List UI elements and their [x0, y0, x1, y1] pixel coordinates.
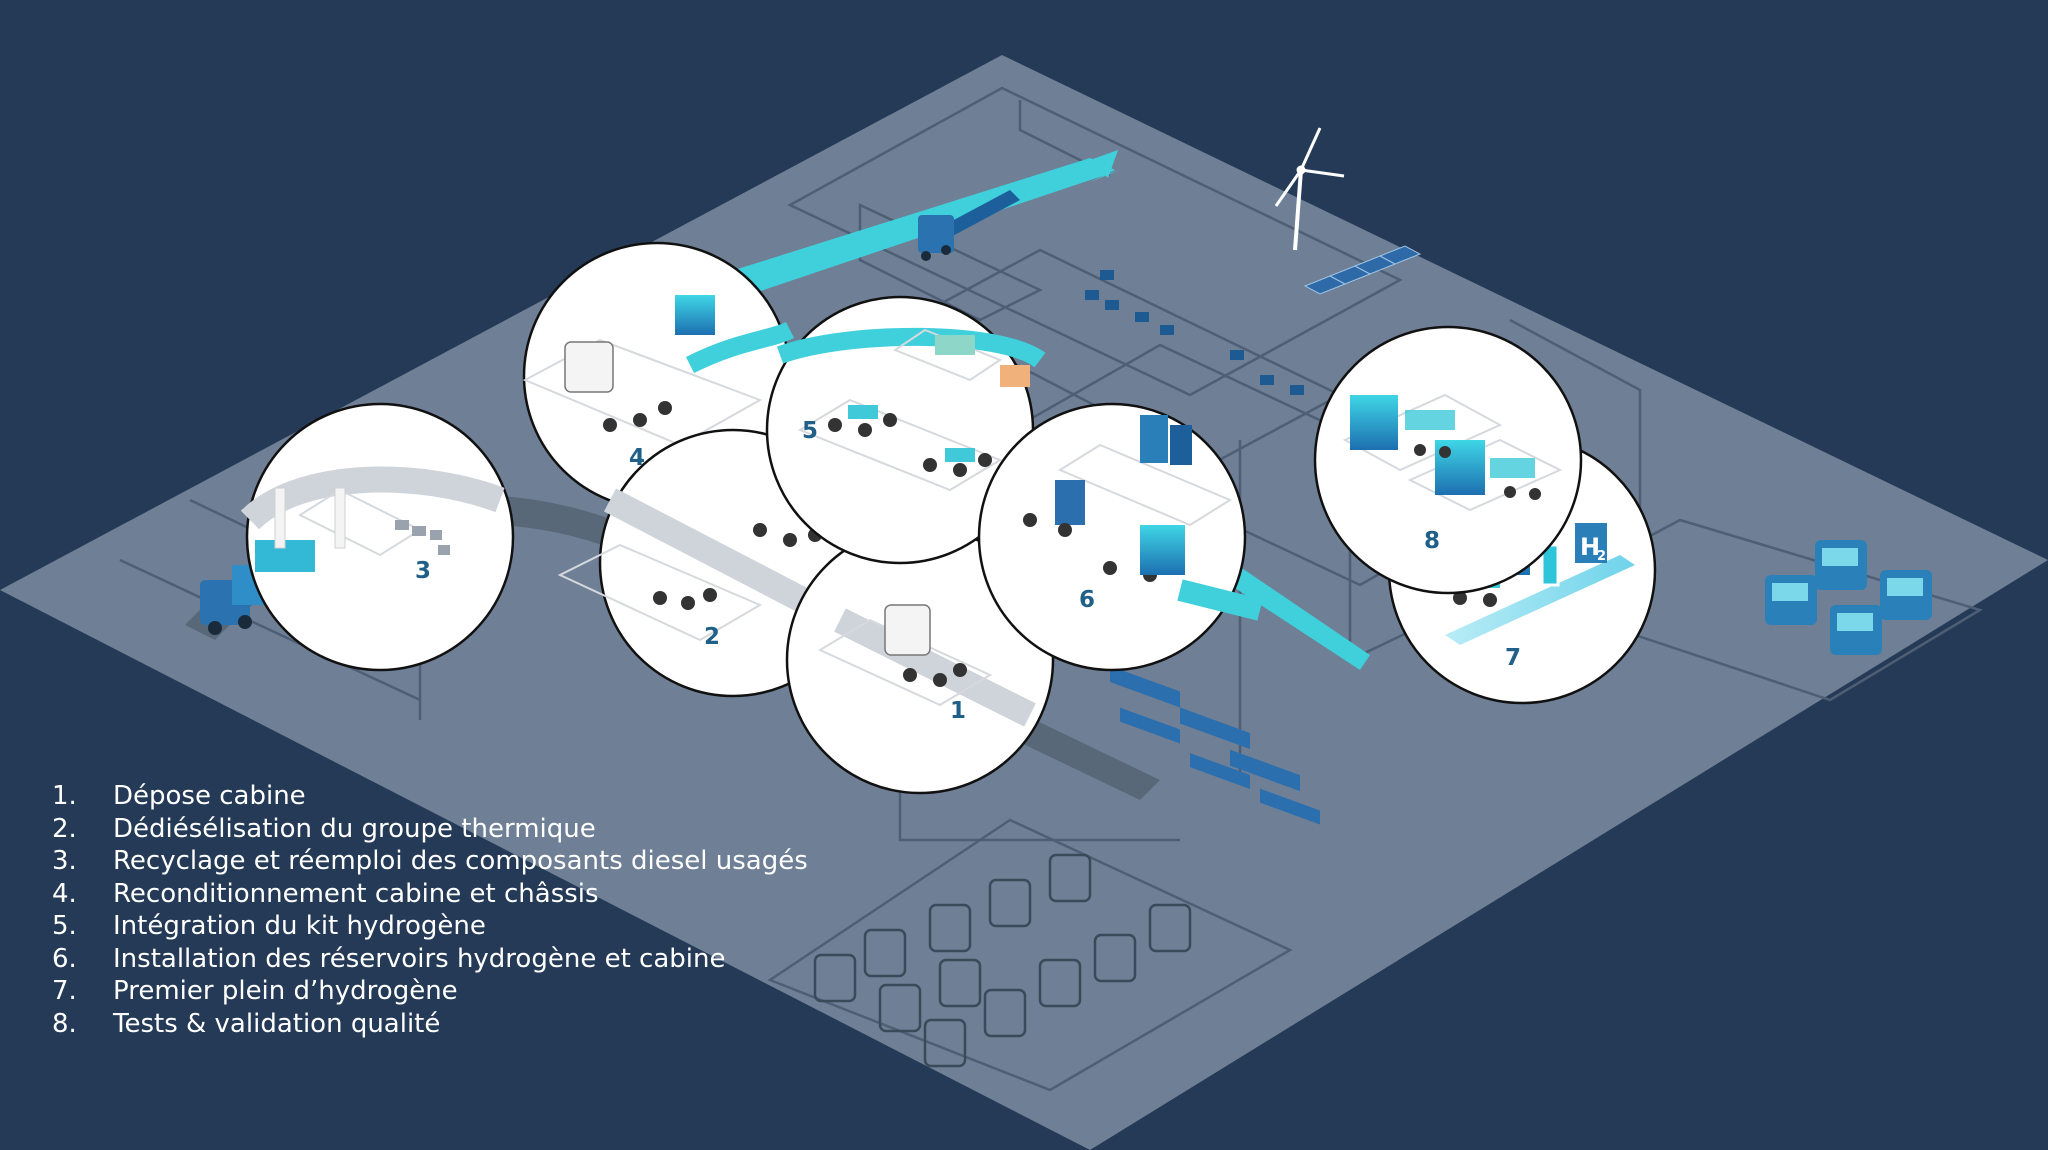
step-6-callout: 6: [977, 402, 1263, 672]
step-3-callout: 3: [240, 402, 515, 672]
legend-item: 2. Dédiésélisation du groupe thermique: [52, 813, 808, 846]
legend-number: 6.: [52, 943, 77, 974]
step-6-number: 6: [1079, 587, 1095, 613]
step-8-number: 8: [1424, 528, 1440, 554]
step-1-number: 1: [950, 698, 966, 724]
legend-label: Dédiésélisation du groupe thermique: [113, 813, 596, 844]
steps-legend: 1. Dépose cabine 2. Dédiésélisation du gro…: [52, 780, 808, 1040]
h2-sign: H: [1580, 533, 1600, 561]
legend-item: 5. Intégration du kit hydrogène: [52, 910, 808, 943]
legend-label: Tests & validation qualité: [113, 1008, 441, 1039]
step-4-number: 4: [629, 445, 645, 471]
step-5-callout: 5: [765, 295, 1046, 565]
legend-item: 4. Reconditionnement cabine et châssis: [52, 878, 808, 911]
legend-number: 4.: [52, 878, 77, 909]
legend-number: 5.: [52, 911, 77, 941]
legend-label: Intégration du kit hydrogène: [113, 911, 486, 941]
truck-parking: [813, 853, 1192, 1068]
solar-panels: [1303, 245, 1422, 295]
legend-item: 3. Recyclage et réemploi des composants d…: [52, 845, 808, 878]
wind-turbine: [1274, 127, 1345, 251]
legend-item: 6. Installation des réservoirs hydrogène …: [52, 943, 808, 976]
legend-number: 3.: [52, 846, 77, 876]
step-2-number: 2: [704, 624, 720, 650]
legend-number: 2.: [52, 813, 77, 844]
h2-sign-subscript: 2: [1597, 549, 1606, 564]
legend-item: 1. Dépose cabine: [52, 780, 808, 813]
legend-item: 7. Premier plein d’hydrogène: [52, 975, 808, 1008]
delivery-truck: [918, 190, 1020, 261]
step-7-number: 7: [1505, 645, 1521, 671]
legend-label: Installation des réservoirs hydrogène et…: [113, 943, 726, 974]
legend-label: Dépose cabine: [113, 781, 306, 811]
step-5-number: 5: [802, 418, 818, 444]
legend-item: 8. Tests & validation qualité: [52, 1008, 808, 1041]
legend-label: Recyclage et réemploi des composants die…: [113, 846, 808, 876]
step-3-number: 3: [415, 558, 431, 584]
step-8-callout: 8: [1313, 325, 1583, 595]
legend-number: 1.: [52, 781, 77, 811]
hydrogen-trucks-fleet: [1765, 540, 1932, 655]
parts-boxes: [1085, 270, 1304, 395]
warehouse-shelves: [1110, 666, 1320, 825]
legend-label: Reconditionnement cabine et châssis: [113, 878, 599, 909]
legend-number: 7.: [52, 976, 77, 1006]
legend-number: 8.: [52, 1008, 77, 1039]
legend-label: Premier plein d’hydrogène: [113, 976, 458, 1006]
